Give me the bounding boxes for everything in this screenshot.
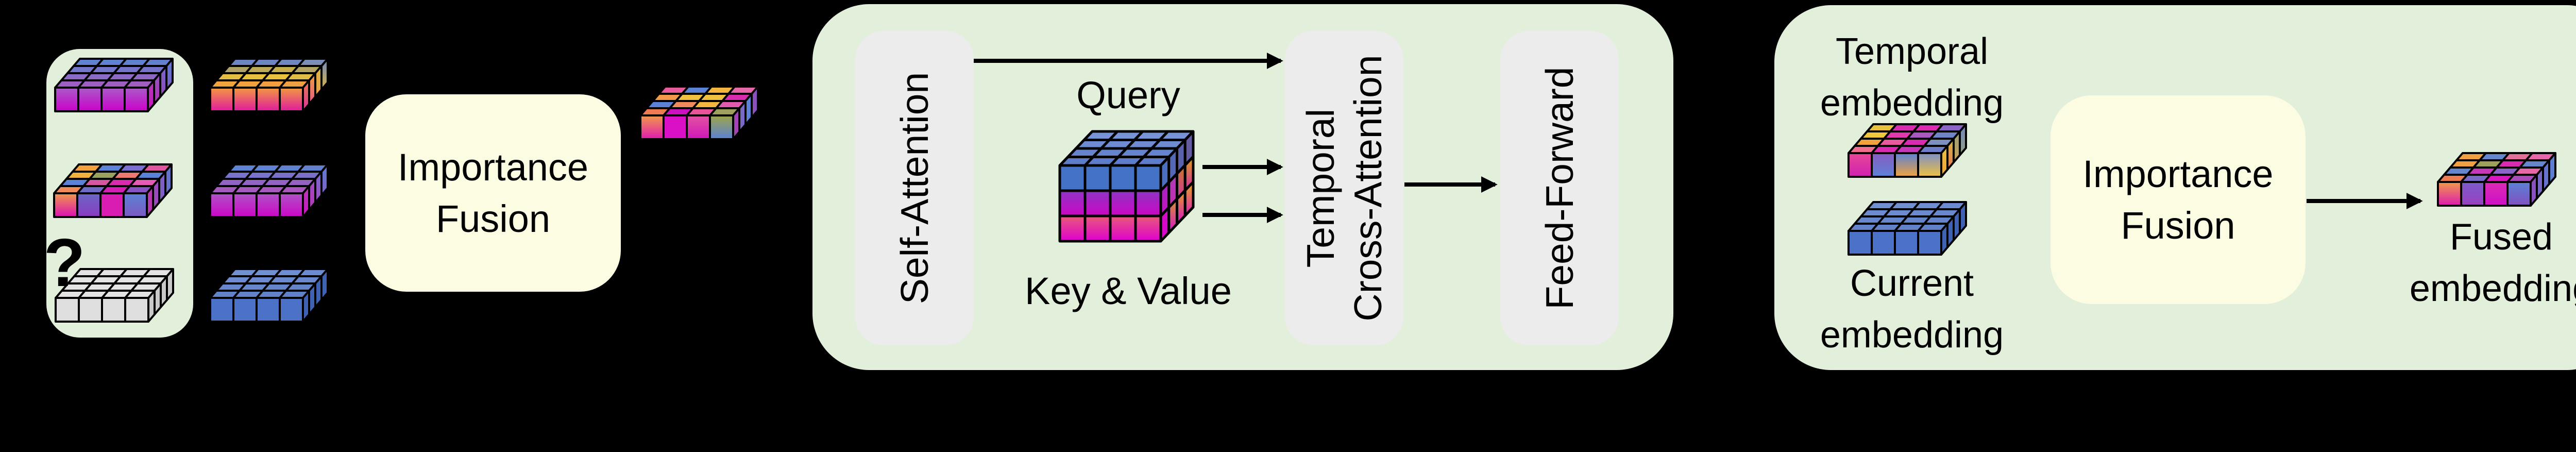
slab-fused-embedding-left xyxy=(639,86,759,140)
temporal-cross-attention-label-line1: Temporal xyxy=(1299,108,1342,268)
fused-embedding-label: Fused embedding xyxy=(2385,211,2576,314)
unknown-embedding-question-mark: ? xyxy=(43,225,86,300)
fused-embedding-label-line1: Fused xyxy=(2449,216,2553,258)
slab-temporal-embedding-t2 xyxy=(209,163,329,218)
temporal-embedding-label-line2: embedding xyxy=(1820,82,2004,124)
temporal-embedding-label: Temporal embedding xyxy=(1796,26,2028,129)
importance-fusion-right-label-line1: Importance xyxy=(2082,152,2274,195)
current-embedding-label-line1: Current xyxy=(1850,263,1974,304)
key-value-label: Key & Value xyxy=(1025,270,1232,312)
importance-fusion-left-label-line2: Fusion xyxy=(435,197,551,240)
temporal-cross-attention-label-line2: Cross-Attention xyxy=(1346,55,1389,322)
query-label: Query xyxy=(1076,74,1180,116)
temporal-embedding-label-line1: Temporal xyxy=(1835,31,1989,72)
current-embedding-label: Current embedding xyxy=(1796,258,2028,361)
current-embedding-label-line2: embedding xyxy=(1820,314,2004,356)
temporal-cross-attention-box xyxy=(1285,31,1403,345)
importance-fusion-left-label-line1: Importance xyxy=(397,145,589,189)
self-attention-box xyxy=(855,31,974,345)
slab-temporal-embedding-t1 xyxy=(209,58,329,112)
fused-embedding-label-line2: embedding xyxy=(2409,268,2576,309)
importance-fusion-box-right: Importance Fusion xyxy=(2050,95,2306,304)
self-attention-label: Self-Attention xyxy=(893,72,936,305)
temporal-cross-attention-label: Temporal Cross-Attention xyxy=(1297,55,1392,322)
slab-temporal-embedding-t3 xyxy=(209,268,329,323)
feed-forward-label: Feed-Forward xyxy=(1538,66,1581,310)
feed-forward-box xyxy=(1500,31,1619,345)
importance-fusion-box-left: Importance Fusion xyxy=(365,94,621,292)
importance-fusion-right-label-line2: Fusion xyxy=(2121,204,2235,247)
